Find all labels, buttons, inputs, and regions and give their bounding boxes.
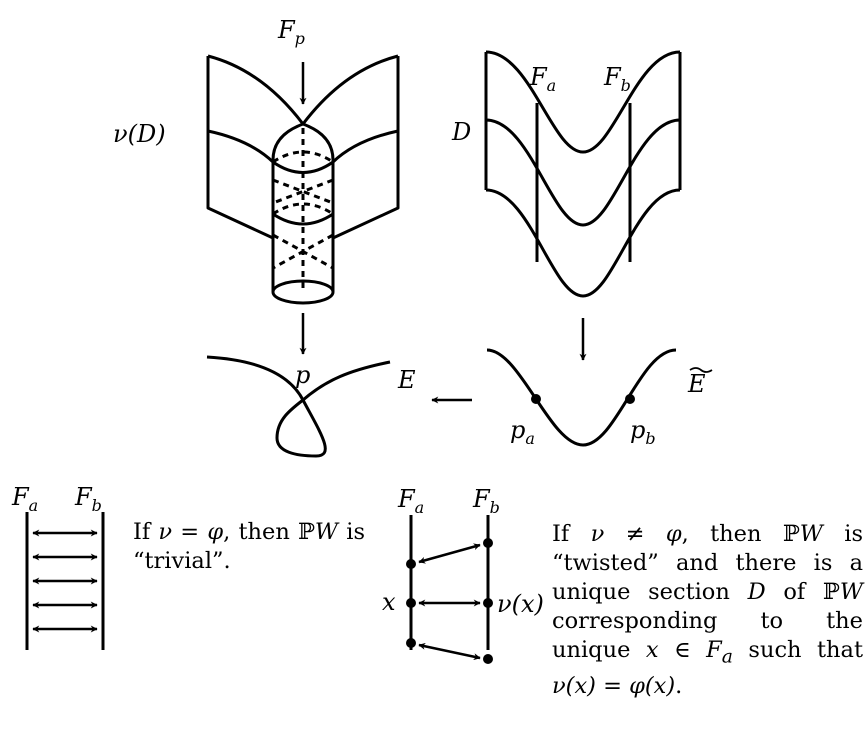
trivial-fb-label: Fb — [74, 483, 102, 515]
trivial-fa-label: Fa — [11, 483, 38, 515]
tube-bottom-ellipse — [271, 279, 335, 305]
twisted-point-b2 — [483, 598, 493, 608]
neighborhood-surface — [206, 54, 400, 305]
trivial-fibers — [25, 512, 105, 650]
x-label: x — [382, 588, 396, 616]
twisted-point-a3 — [406, 638, 416, 648]
point-pa — [531, 394, 541, 404]
surface-d-label: D — [451, 118, 471, 146]
curve-e-tilde — [486, 348, 677, 447]
twisted-point-a2 — [406, 598, 416, 608]
curve-e-tilde-label: E — [687, 370, 706, 398]
point-pb — [625, 394, 635, 404]
fiber-b-label: Fb — [603, 63, 631, 95]
tube-middle-front-arc — [272, 212, 334, 226]
d-top-wave — [485, 50, 681, 154]
neighborhood-label: ν(D) — [113, 120, 166, 148]
left-sheet-top-curve — [207, 54, 305, 125]
twisted-arrow-1 — [418, 543, 481, 564]
twisted-arrow-3 — [418, 642, 481, 661]
tube-inner-diag-2 — [272, 233, 334, 270]
tube-body — [271, 122, 335, 292]
trivial-caption: If ν = φ, then ℙW is “trivial”. — [133, 519, 365, 574]
trivial-arrows — [32, 529, 98, 633]
point-pb-label: pb — [630, 416, 656, 448]
tilde-mark — [689, 367, 713, 373]
curve-e-path — [206, 355, 391, 458]
twisted-point-b1 — [483, 538, 493, 548]
tube-upper-back-arc — [272, 150, 334, 164]
twisted-caption: If ν ≠ φ, then ℙW is “twisted” and there… — [552, 521, 863, 699]
point-pa-label: pa — [510, 416, 535, 448]
surface-d — [484, 50, 682, 298]
node-p-label: p — [295, 361, 310, 389]
twisted-fa-label: Fa — [397, 485, 424, 517]
d-middle-wave — [485, 118, 681, 227]
right-sheet-mid-curve — [331, 129, 399, 164]
nux-label: ν(x) — [497, 590, 544, 618]
fiber-a-label: Fa — [529, 63, 556, 95]
d-bottom-wave — [485, 188, 681, 298]
twisted-arrows — [418, 543, 481, 661]
twisted-fibers — [409, 515, 490, 650]
left-sheet-mid-curve — [207, 129, 275, 164]
right-sheet-top-curve — [301, 54, 399, 125]
twisted-point-b3 — [483, 654, 493, 664]
curve-e-label: E — [397, 366, 416, 394]
twisted-fb-label: Fb — [472, 485, 500, 517]
twisted-points — [406, 538, 493, 664]
fiber-label: Fp — [277, 16, 305, 48]
twisted-point-a1 — [406, 559, 416, 569]
right-sheet-outline — [332, 56, 400, 240]
curve-e — [206, 355, 391, 458]
tube-middle-back-arc — [272, 202, 334, 216]
curve-e-tilde-path — [486, 348, 677, 447]
left-sheet-outline — [206, 56, 274, 240]
